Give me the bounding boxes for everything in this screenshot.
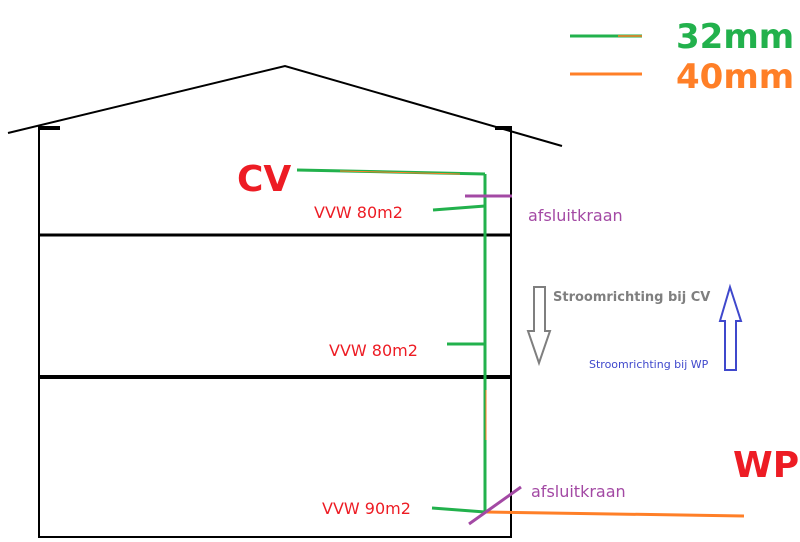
floor-heating-label-bottom: VVW 90m2: [322, 499, 411, 518]
floor-heating-label-middle: VVW 80m2: [329, 341, 418, 360]
legend-label-32mm: 32mm: [676, 17, 795, 57]
pipe-cv-supply-overlay: [339, 170, 461, 175]
flow-direction-wp-label: Stroomrichting bij WP: [589, 358, 709, 371]
valve-label-bottom: afsluitkraan: [531, 482, 626, 501]
wp-label: WP: [733, 445, 800, 486]
valve-bottom-icon: [468, 485, 522, 526]
arrow-down-icon: [526, 286, 552, 367]
legend-label-40mm: 40mm: [676, 57, 795, 97]
arrow-up-icon: [718, 283, 743, 371]
floor-heating-label-top: VVW 80m2: [314, 203, 403, 222]
pipe-branch-bottom: [431, 506, 486, 514]
valve-label-top: afsluitkraan: [528, 206, 623, 225]
roof: [7, 64, 563, 147]
pipe-wp-supply: [485, 510, 745, 518]
cv-label: CV: [237, 159, 292, 200]
flow-direction-cv-label: Stroomrichting bij CV: [553, 290, 711, 305]
pipe-branch-top: [432, 204, 486, 212]
